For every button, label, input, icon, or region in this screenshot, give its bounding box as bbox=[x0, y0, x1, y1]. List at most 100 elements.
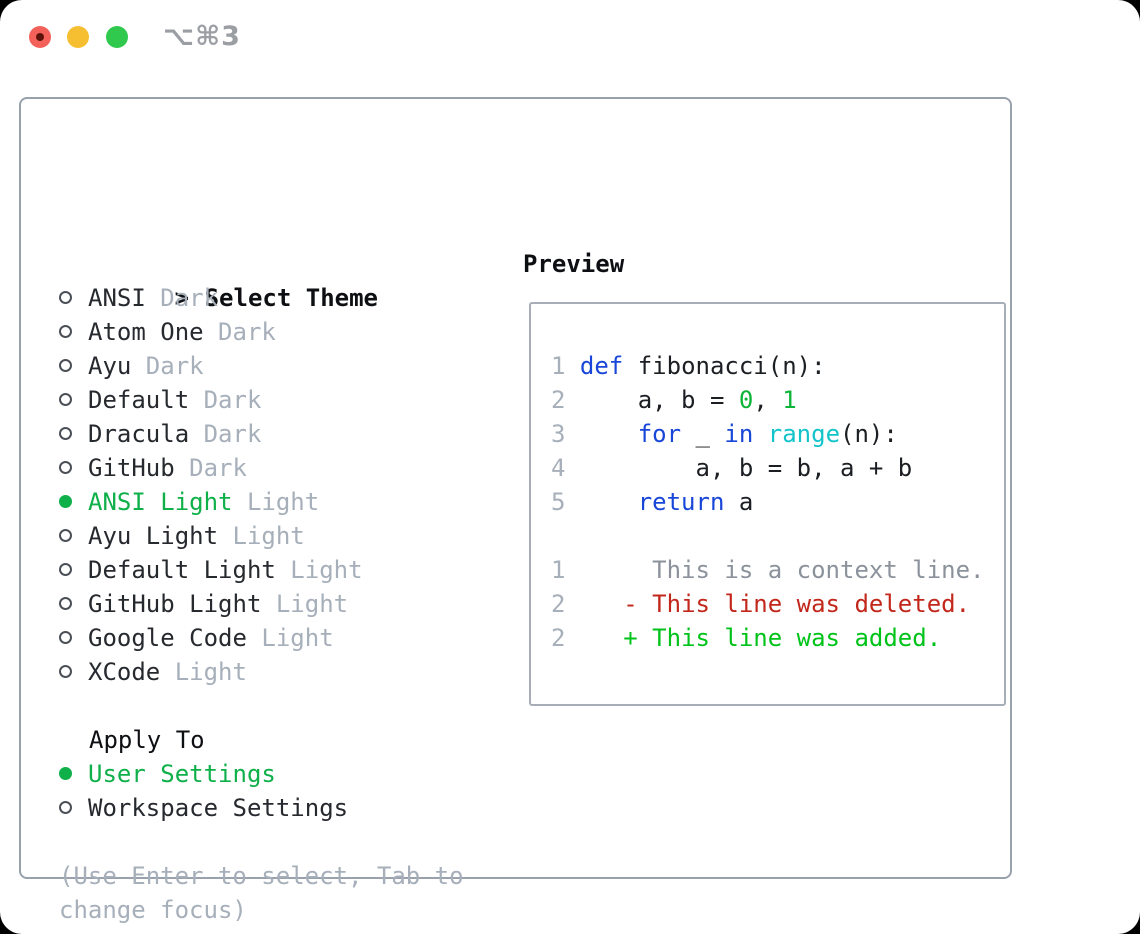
theme-variant-tag: Dark bbox=[189, 386, 262, 414]
radio-icon bbox=[59, 290, 72, 304]
theme-option-xcode[interactable]: XCode Light bbox=[59, 655, 499, 689]
apply-option-user-settings[interactable]: User Settings bbox=[59, 757, 499, 791]
theme-option-default-light[interactable]: Default Light Light bbox=[59, 553, 499, 587]
code-token: _ bbox=[681, 420, 725, 448]
code-token: fibonacci(n): bbox=[623, 352, 826, 380]
code-token: return bbox=[637, 488, 725, 516]
line-number: 2 bbox=[551, 590, 580, 618]
theme-name: GitHub Light bbox=[88, 590, 262, 618]
radio-selected-icon bbox=[59, 766, 72, 780]
theme-name: Ayu Light bbox=[88, 522, 219, 550]
radio-icon bbox=[59, 528, 72, 542]
code-line: 2 + This line was added. bbox=[551, 621, 1004, 655]
theme-variant-tag: Light bbox=[275, 556, 363, 584]
theme-option-default[interactable]: Default Dark bbox=[59, 383, 499, 417]
spacer bbox=[59, 689, 499, 723]
code-token: (n): bbox=[840, 420, 898, 448]
theme-option-ansi[interactable]: ANSI Dark bbox=[59, 281, 499, 315]
apply-to-header: Apply To bbox=[89, 726, 205, 754]
theme-variant-tag: Light bbox=[160, 658, 247, 686]
line-number: 5 bbox=[551, 488, 580, 516]
theme-option-dracula[interactable]: Dracula Dark bbox=[59, 417, 499, 451]
radio-icon bbox=[59, 664, 72, 678]
code-line bbox=[551, 519, 1004, 553]
code-token: for bbox=[637, 420, 682, 448]
code-token: 1 bbox=[782, 386, 797, 414]
code-token bbox=[580, 488, 638, 516]
apply-option-label: User Settings bbox=[88, 760, 276, 788]
theme-name: ANSI bbox=[88, 284, 146, 312]
code-token bbox=[580, 420, 638, 448]
line-number: 2 bbox=[551, 386, 580, 414]
theme-option-ayu-light[interactable]: Ayu Light Light bbox=[59, 519, 499, 553]
theme-name: ANSI Light bbox=[88, 488, 233, 516]
apply-option-label: Workspace Settings bbox=[88, 794, 349, 822]
theme-variant-tag: Light bbox=[246, 624, 334, 652]
theme-option-google-code[interactable]: Google Code Light bbox=[59, 621, 499, 655]
radio-selected-icon bbox=[59, 494, 72, 508]
help-text: (Use Enter to select, Tab to change focu… bbox=[59, 862, 464, 924]
code-token bbox=[580, 590, 623, 618]
radio-icon bbox=[59, 460, 72, 474]
apply-option-workspace-settings[interactable]: Workspace Settings bbox=[59, 791, 499, 825]
theme-option-ansi-light[interactable]: ANSI Light Light bbox=[59, 485, 499, 519]
radio-icon bbox=[59, 800, 72, 814]
theme-name: Google Code bbox=[88, 624, 247, 652]
theme-name: Dracula bbox=[88, 420, 190, 448]
code-token: 0 bbox=[738, 386, 754, 414]
code-token: in bbox=[724, 420, 754, 448]
code-line: 3 for _ in range(n): bbox=[551, 417, 1004, 451]
code-token: range bbox=[767, 420, 841, 448]
theme-name: Ayu bbox=[88, 352, 132, 380]
theme-option-ayu[interactable]: Ayu Dark bbox=[59, 349, 499, 383]
code-token: a bbox=[724, 488, 754, 516]
theme-variant-tag: Dark bbox=[203, 318, 276, 346]
code-token bbox=[753, 420, 767, 448]
code-line: 1 This is a context line. bbox=[551, 553, 1004, 587]
code-token: This is a context line. bbox=[579, 556, 985, 584]
theme-variant-tag: Dark bbox=[174, 454, 247, 482]
code-line: 2 - This line was deleted. bbox=[551, 587, 1004, 621]
radio-icon bbox=[59, 426, 72, 440]
radio-icon bbox=[59, 596, 72, 610]
code-token bbox=[580, 624, 623, 652]
code-line: 2 a, b = 0, 1 bbox=[551, 383, 1004, 417]
theme-variant-tag: Light bbox=[232, 488, 320, 516]
close-button[interactable] bbox=[29, 26, 51, 48]
line-number: 1 bbox=[551, 556, 580, 584]
theme-name: XCode bbox=[88, 658, 161, 686]
theme-variant-tag: Light bbox=[261, 590, 349, 618]
line-number: 3 bbox=[551, 420, 580, 448]
theme-name: Atom One bbox=[88, 318, 204, 346]
theme-variant-tag: Dark bbox=[189, 420, 262, 448]
code-token: - This line was deleted. bbox=[623, 590, 971, 618]
theme-variant-tag: Dark bbox=[145, 284, 219, 312]
line-number: 4 bbox=[551, 454, 580, 482]
code-line: 1 def fibonacci(n): bbox=[551, 349, 1004, 383]
window-shortcut-label: ⌥⌘3 bbox=[163, 21, 241, 52]
record-dot-icon bbox=[36, 33, 44, 41]
theme-name: Default Light bbox=[88, 556, 276, 584]
preview-header: Preview bbox=[523, 250, 625, 278]
radio-icon bbox=[59, 630, 72, 644]
code-token: def bbox=[579, 352, 624, 380]
minimize-button[interactable] bbox=[67, 26, 89, 48]
theme-variant-tag: Dark bbox=[131, 352, 204, 380]
radio-icon bbox=[59, 562, 72, 576]
code-token: a, b = bbox=[579, 386, 739, 414]
theme-option-github-light[interactable]: GitHub Light Light bbox=[59, 587, 499, 621]
theme-option-atom-one[interactable]: Atom One Dark bbox=[59, 315, 499, 349]
theme-variant-tag: Light bbox=[218, 522, 305, 550]
theme-name: GitHub bbox=[88, 454, 175, 482]
maximize-button[interactable] bbox=[106, 26, 128, 48]
code-line: 4 a, b = b, a + b bbox=[551, 451, 1004, 485]
theme-option-github[interactable]: GitHub Dark bbox=[59, 451, 499, 485]
theme-name: Default bbox=[88, 386, 190, 414]
focus-prompt-icon: > bbox=[174, 284, 190, 312]
